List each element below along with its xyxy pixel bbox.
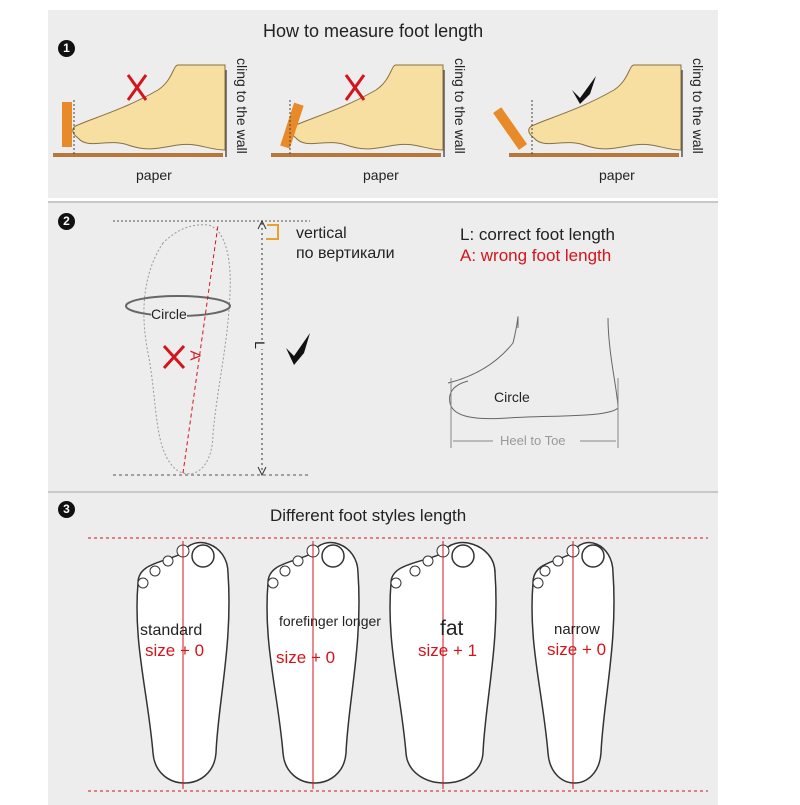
foot-outline-top [143, 224, 231, 475]
legend-correct: L: correct foot length [460, 225, 615, 244]
measure-step [53, 64, 227, 157]
foot-styles-illustration [88, 537, 708, 792]
style-name: forefinger longer [279, 613, 381, 629]
vertical-label-ru: по вертикали [296, 245, 395, 262]
foot [528, 64, 682, 151]
check-mark-icon [286, 333, 310, 365]
paper-label: paper [136, 167, 172, 183]
step-number: 3 [58, 501, 75, 518]
heel-to-toe-label: Heel to Toe [500, 433, 566, 448]
step-number: 2 [58, 213, 75, 230]
paper-label: paper [363, 167, 399, 183]
foot-outline [266, 541, 360, 789]
check-mark-icon [572, 76, 596, 104]
x-mark-icon [162, 344, 186, 370]
legend-wrong: A: wrong foot length [460, 246, 612, 265]
foot [290, 64, 444, 151]
wall-label: cling to the wall [690, 58, 706, 154]
paper [271, 153, 441, 157]
step-number: 1 [58, 40, 75, 57]
right-angle-icon [266, 224, 279, 240]
foot [72, 64, 226, 151]
x-mark-icon [126, 74, 148, 101]
wall-label: cling to the wall [234, 58, 250, 154]
measure-step [493, 64, 683, 157]
wrong-length-letter: A [186, 350, 204, 361]
style-size: size + 0 [547, 640, 607, 659]
foot-measure-illustrations [53, 64, 683, 157]
wall-label: cling to the wall [452, 58, 468, 154]
pencil-icon [62, 102, 72, 147]
pencil-icon [280, 102, 304, 149]
section-measure-foot-length: How to measure foot length 1 paper paper… [48, 10, 718, 198]
wrong-length-line [182, 224, 219, 474]
section-title: How to measure foot length [263, 21, 484, 41]
foot-side-outline [447, 316, 619, 420]
section-title: Different foot styles length [270, 506, 467, 525]
paper [53, 153, 223, 157]
correct-length-letter: L [251, 341, 268, 349]
x-mark-icon [344, 74, 366, 101]
circle-label: Circle [151, 306, 187, 322]
foot-outline [389, 541, 497, 789]
style-name: fat [440, 617, 464, 640]
section-foot-length-definition: 2 vertical по вертикали L: correct foot … [48, 201, 718, 491]
style-size: size + 1 [418, 641, 478, 660]
measure-step [271, 64, 445, 157]
style-name: standard [140, 622, 203, 639]
style-size: size + 0 [276, 648, 336, 667]
paper [509, 153, 679, 157]
style-name: narrow [554, 621, 600, 638]
paper-label: paper [599, 167, 635, 183]
pencil-icon [493, 107, 528, 150]
style-size: size + 0 [145, 641, 205, 660]
section-foot-styles: 3 Different foot styles length standard … [48, 491, 718, 805]
vertical-label: vertical [296, 225, 347, 242]
foot-outline [531, 541, 615, 789]
foot-length-diagram [113, 219, 619, 477]
foot-outline [136, 541, 230, 789]
circle-label: Circle [494, 389, 530, 405]
